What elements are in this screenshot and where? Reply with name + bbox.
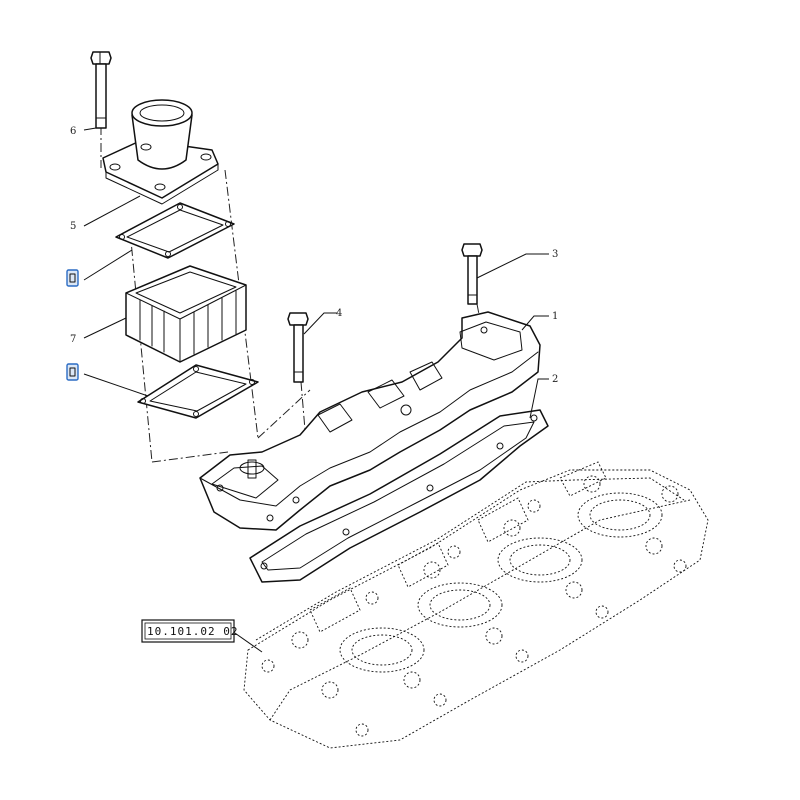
highlight-markers	[66, 269, 79, 381]
callout-3: 3	[552, 249, 558, 260]
gasket-upper	[115, 202, 235, 259]
manifold-gasket-2	[249, 409, 549, 583]
bolt-4	[287, 312, 309, 383]
upper-gasket-marker[interactable]	[66, 269, 79, 287]
cylinder-head	[243, 461, 709, 749]
reference-label: 10.101.02 02	[147, 625, 238, 638]
inlet-flange-5	[102, 99, 219, 205]
callout-labels: 6 5 7 4 3 1 2	[70, 126, 558, 385]
callout-4: 4	[336, 308, 342, 319]
callout-1: 1	[552, 311, 558, 322]
box-7	[125, 265, 247, 363]
gasket-lower	[137, 364, 259, 419]
callout-6: 6	[70, 126, 76, 137]
callout-7: 7	[70, 334, 76, 345]
leader-lines	[83, 127, 549, 653]
bolt-6	[90, 51, 112, 129]
reference-callout[interactable]: 10.101.02 02	[141, 619, 238, 643]
callout-5: 5	[70, 221, 76, 232]
callout-2: 2	[552, 374, 558, 385]
intake-manifold-1	[199, 311, 541, 531]
lower-gasket-marker[interactable]	[66, 363, 79, 381]
bolt-upper-right	[461, 243, 483, 305]
